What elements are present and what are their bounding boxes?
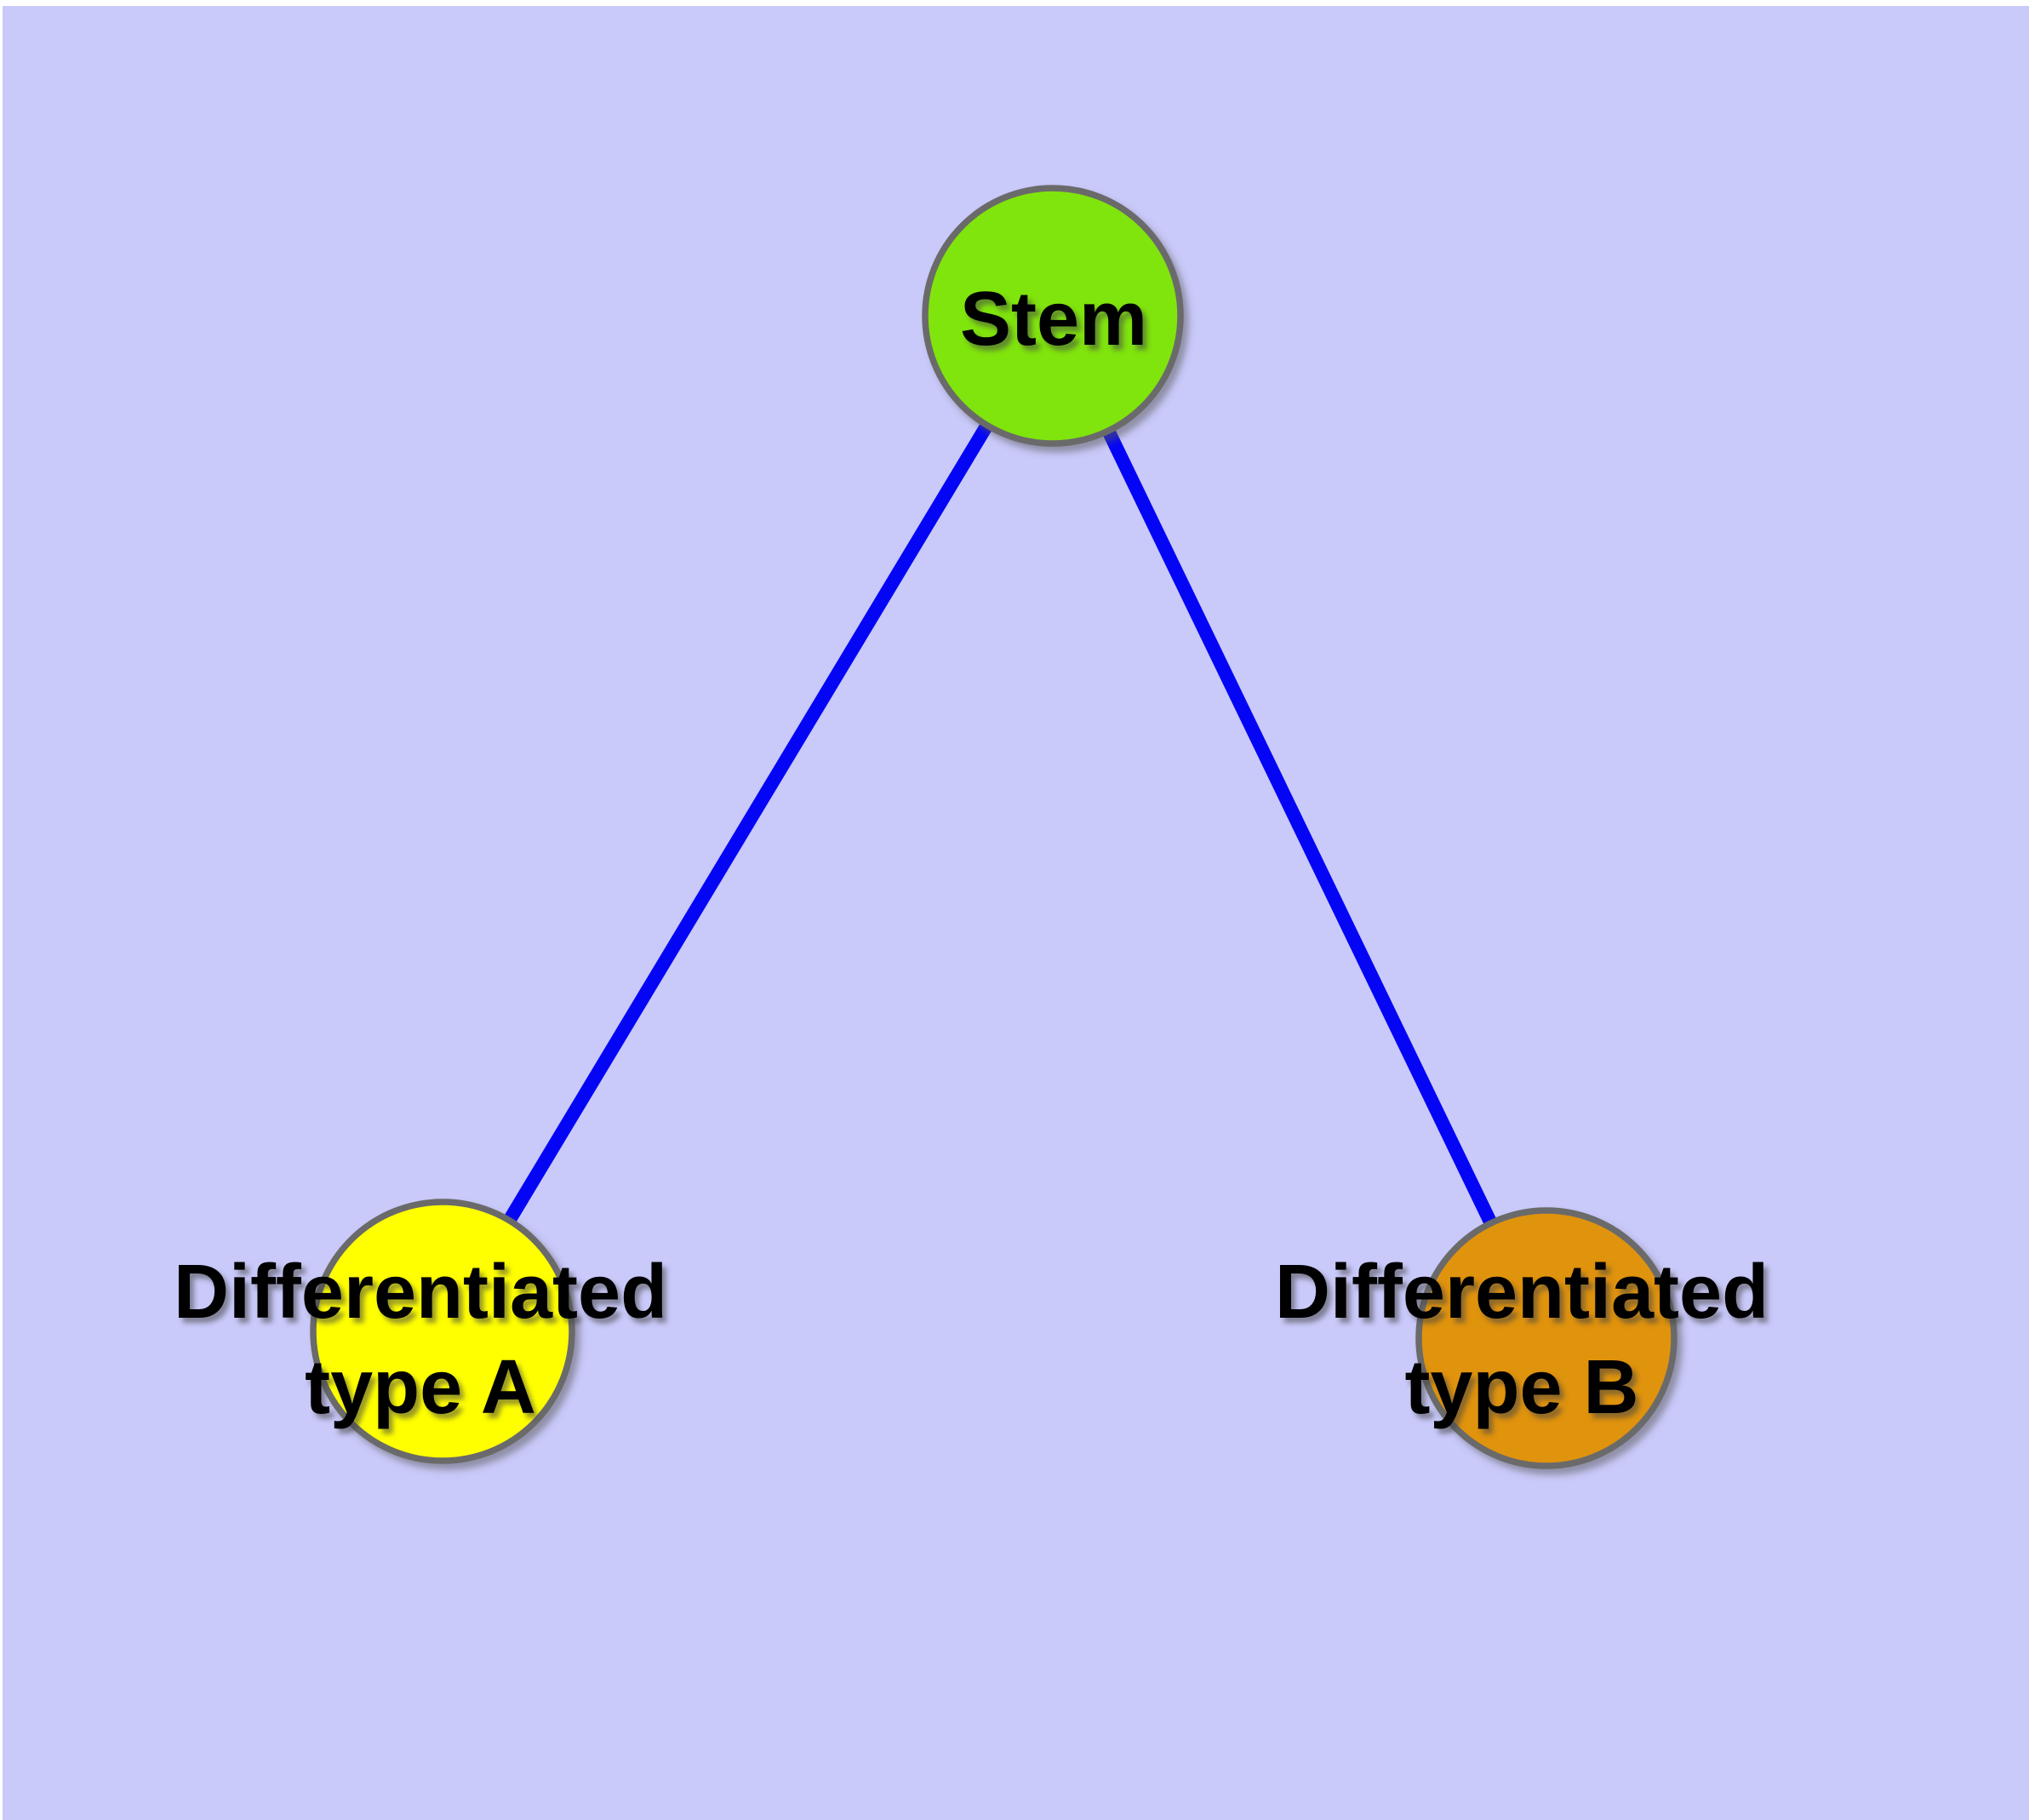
edge-stem-to-type-a[interactable] [437,312,1059,1336]
node-differentiated-type-a[interactable] [310,1199,575,1464]
node-differentiated-type-b[interactable] [1415,1207,1677,1469]
node-stem[interactable] [922,185,1184,447]
edge-stem-to-type-b[interactable] [1046,312,1553,1342]
